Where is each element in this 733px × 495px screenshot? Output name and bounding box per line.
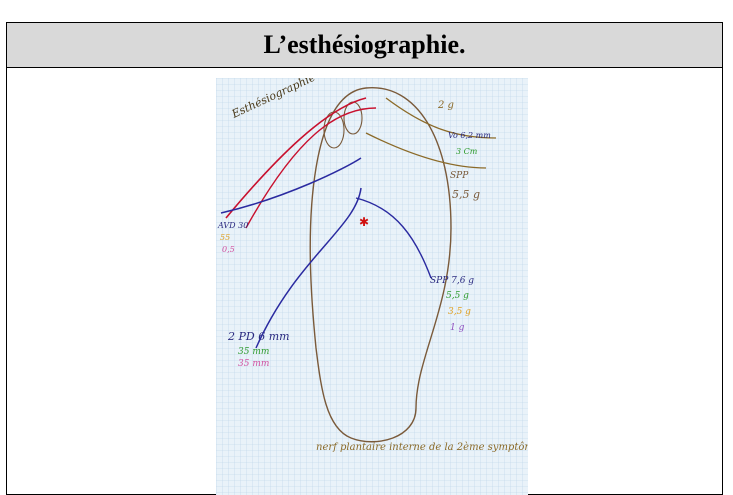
note-right: 5,5 g: [446, 291, 469, 301]
note-bottom-caption: nerf plantaire interne de la 2ème symptô…: [316, 442, 528, 453]
note-bottom-left: 35 mm: [238, 347, 269, 357]
note-bottom-left: 35 mm: [238, 359, 269, 369]
note-bottom-left: 2 PD 6 mm: [227, 330, 290, 343]
note-right: SPP 7,6 g: [430, 276, 474, 286]
note-left: 0,5: [222, 245, 235, 254]
note-right: 3,5 g: [448, 307, 471, 317]
star-marker: ✱: [359, 215, 369, 229]
note-top-right: 3 Cm: [456, 147, 478, 156]
foot-sketch-drawing: ✱ Esthésiographie 2 g Vo 6,2 mm 3 Cm SPP…: [216, 78, 528, 495]
note-top-right: Vo 6,2 mm: [448, 131, 491, 140]
table-header: L’esthésiographie.: [7, 23, 722, 68]
note-top-right: SPP: [450, 171, 469, 181]
note-right: 1 g: [450, 323, 465, 333]
page-title: L’esthésiographie.: [264, 30, 466, 60]
graph-paper-background: [216, 78, 528, 495]
note-left: AVD 30: [217, 221, 248, 230]
note-left: 55: [220, 233, 230, 242]
foot-sketch-image: ✱ Esthésiographie 2 g Vo 6,2 mm 3 Cm SPP…: [216, 78, 528, 495]
note-top-right: 5,5 g: [452, 188, 480, 201]
note-top-right: 2 g: [437, 100, 454, 111]
